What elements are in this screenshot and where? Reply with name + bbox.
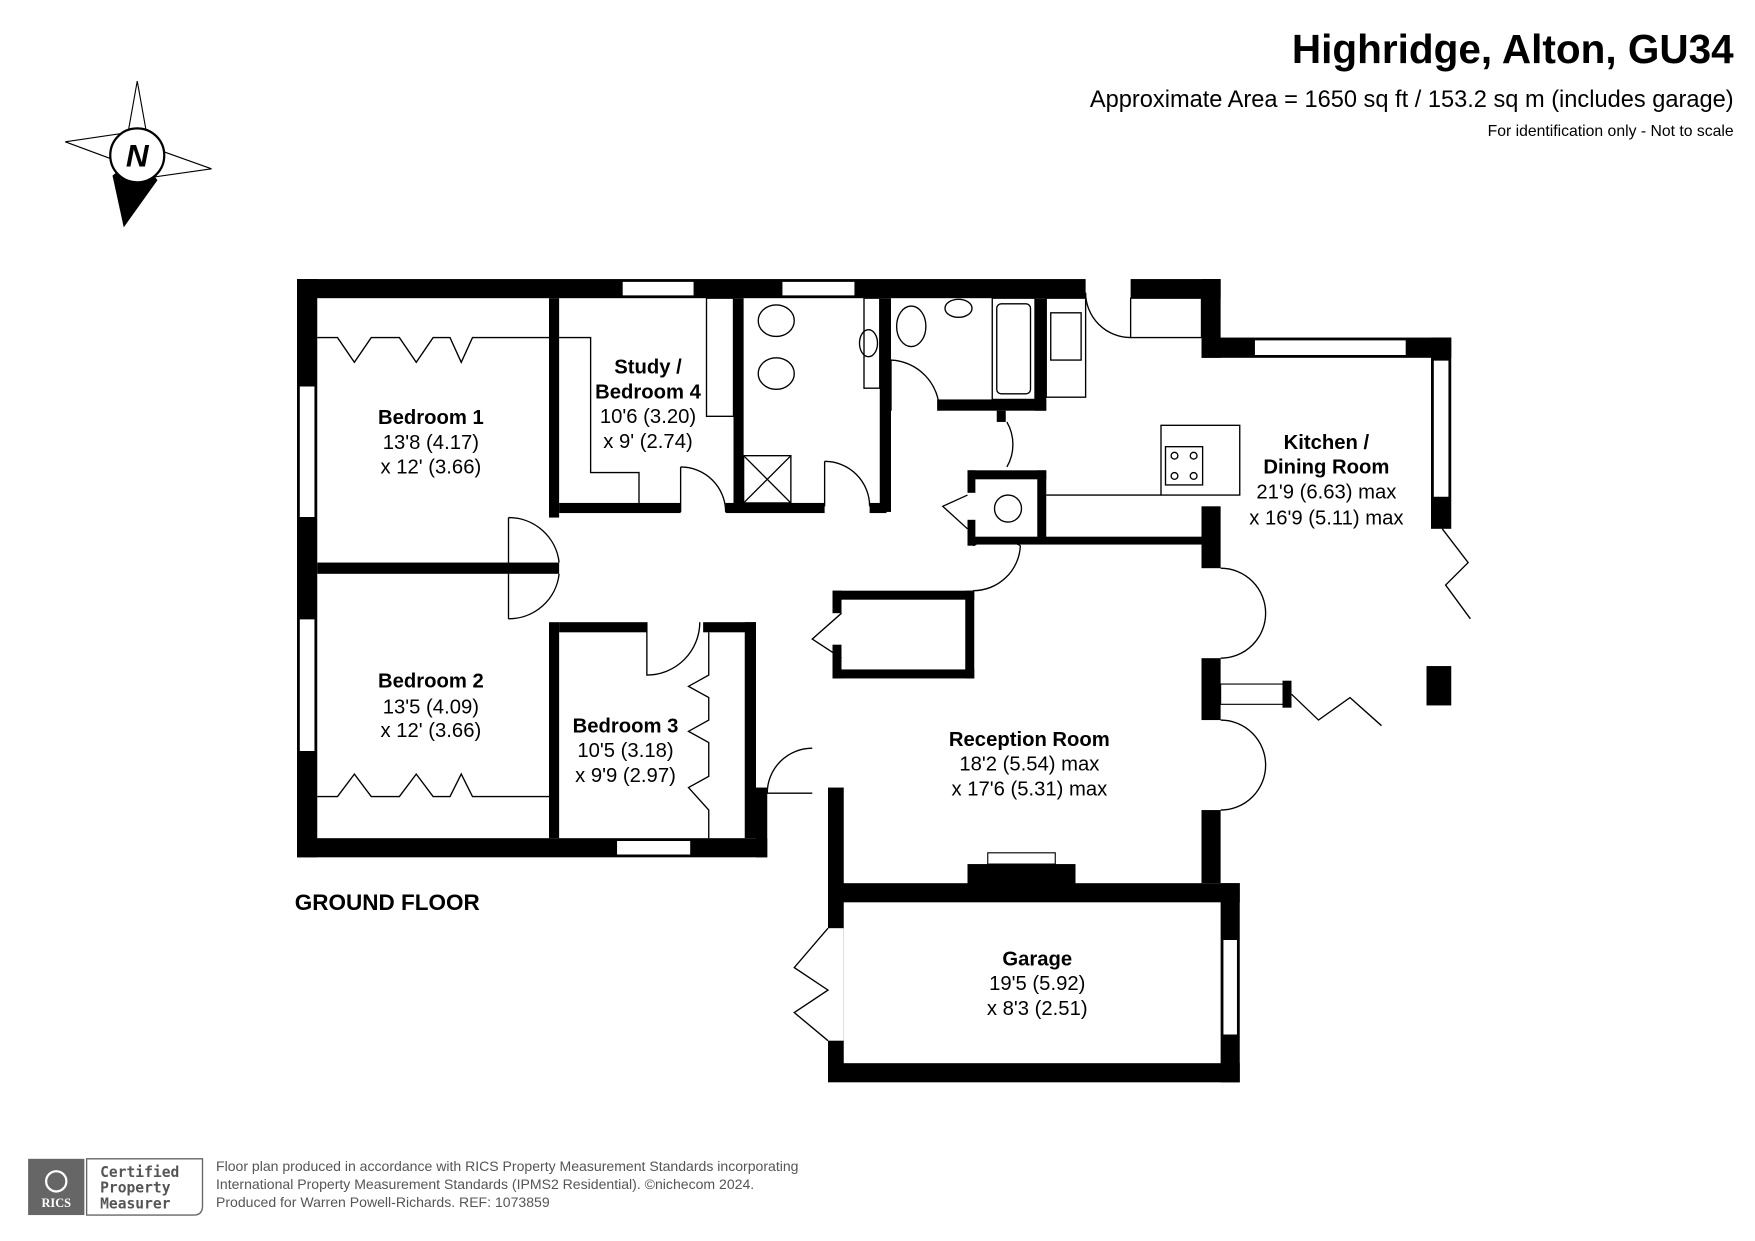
footer-line: Floor plan produced in accordance with R… xyxy=(216,1158,798,1174)
compass-icon: N xyxy=(65,80,212,228)
room-name: Reception Room xyxy=(949,729,1110,751)
compass-north-label: N xyxy=(126,138,150,174)
rics-badge: RICS Certified Property Measurer xyxy=(28,1158,204,1216)
room-name: Bedroom 2 xyxy=(378,670,484,692)
room-dim: 10'6 (3.20) xyxy=(600,406,696,428)
room-name: Bedroom 1 xyxy=(378,407,484,429)
badge-line: Certified xyxy=(100,1164,179,1181)
room-dim: x 9' (2.74) xyxy=(603,431,692,453)
approximate-area: Approximate Area = 1650 sq ft / 153.2 sq… xyxy=(1090,87,1734,113)
rics-logo-text: RICS xyxy=(41,1196,71,1210)
room-name: Dining Room xyxy=(1263,457,1389,479)
footer-line: International Property Measurement Stand… xyxy=(216,1176,754,1192)
room-dim: x 16'9 (5.11) max xyxy=(1249,507,1403,529)
property-title: Highridge, Alton, GU34 xyxy=(1292,26,1734,72)
room-dim: x 12' (3.66) xyxy=(381,720,482,742)
room-dim: 18'2 (5.54) max xyxy=(959,754,1099,776)
room-bedroom-1: Bedroom 1 13'8 (4.17) x 12' (3.66) xyxy=(378,407,484,478)
room-dim: 19'5 (5.92) xyxy=(989,973,1085,995)
room-dim: x 17'6 (5.31) max xyxy=(951,778,1107,800)
room-dim: x 12' (3.66) xyxy=(381,457,482,479)
room-dim: x 9'9 (2.97) xyxy=(575,765,676,787)
rics-lion-icon xyxy=(45,1170,68,1193)
room-name: Bedroom 4 xyxy=(595,381,702,403)
room-garage: Garage 19'5 (5.92) x 8'3 (2.51) xyxy=(987,948,1088,1020)
room-name: Kitchen / xyxy=(1284,432,1370,454)
room-name: Bedroom 3 xyxy=(573,715,679,737)
room-dim: 13'5 (4.09) xyxy=(383,696,479,718)
room-name: Garage xyxy=(1002,948,1072,970)
room-bedroom-3: Bedroom 3 10'5 (3.18) x 9'9 (2.97) xyxy=(573,715,679,787)
disclaimer: For identification only - Not to scale xyxy=(1488,123,1734,140)
floor-label: GROUND FLOOR xyxy=(295,890,480,915)
room-dim: 21'9 (6.63) max xyxy=(1256,481,1396,503)
room-dim: 13'8 (4.17) xyxy=(383,432,479,454)
room-name: Study / xyxy=(614,357,682,379)
room-dim: x 8'3 (2.51) xyxy=(987,998,1088,1020)
footer-line: Produced for Warren Powell-Richards. REF… xyxy=(216,1194,550,1210)
room-bedroom-2: Bedroom 2 13'5 (4.09) x 12' (3.66) xyxy=(378,670,484,742)
badge-line: Property xyxy=(100,1180,171,1197)
badge-line: Measurer xyxy=(100,1195,171,1212)
room-reception: Reception Room 18'2 (5.54) max x 17'6 (5… xyxy=(949,729,1110,801)
room-kitchen-dining: Kitchen / Dining Room 21'9 (6.63) max x … xyxy=(1249,432,1403,529)
room-dim: 10'5 (3.18) xyxy=(577,740,673,762)
fixtures xyxy=(317,292,1471,1042)
room-study: Study / Bedroom 4 10'6 (3.20) x 9' (2.74… xyxy=(595,357,702,453)
walls xyxy=(297,279,1452,1083)
